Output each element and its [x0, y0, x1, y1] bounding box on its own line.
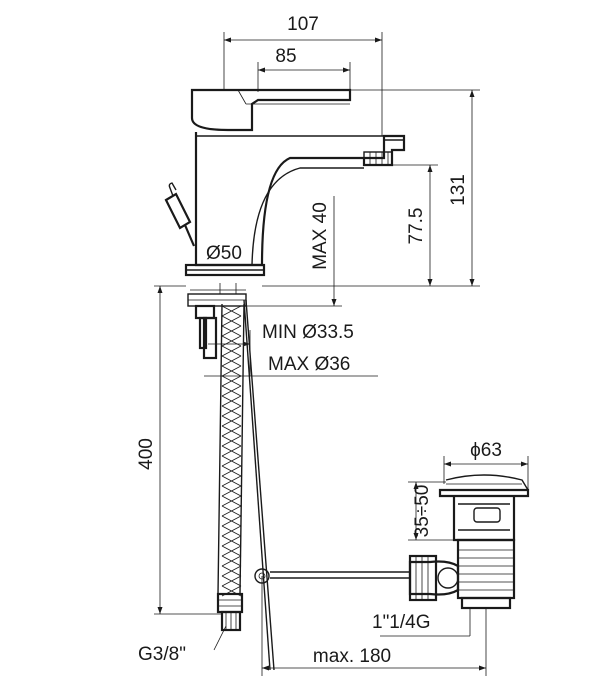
- dimension-lines: [154, 32, 529, 676]
- label-max-thickness: MAX 40: [310, 202, 331, 270]
- label-width-overall: 107: [287, 14, 319, 35]
- dimension-labels: 107 85 131 77.5 MAX 40 Ø50 MIN Ø33.5 MAX…: [136, 14, 502, 667]
- pop-up-lever: [164, 182, 196, 247]
- braided-hose: [216, 303, 245, 632]
- mounting-assembly: [187, 283, 247, 360]
- arrowheads: [157, 37, 528, 671]
- label-height-total: 131: [448, 174, 469, 206]
- label-hose-thread: G3/8": [138, 644, 186, 665]
- label-waste-thread: 1"1/4G: [372, 612, 431, 633]
- label-hose-length: 400: [136, 438, 157, 470]
- label-rod-length: max. 180: [313, 646, 391, 667]
- drain-rod: [243, 299, 410, 671]
- label-width-body: 85: [275, 46, 296, 67]
- waste-assembly: [408, 474, 530, 610]
- label-hole-max: MAX Ø36: [268, 354, 350, 375]
- label-waste-range: 35÷50: [412, 485, 433, 538]
- label-base-diameter: Ø50: [206, 243, 242, 264]
- faucet-body: [184, 88, 406, 277]
- label-hole-min: MIN Ø33.5: [262, 322, 354, 343]
- label-waste-diameter: ϕ63: [470, 440, 502, 461]
- label-spout-height: 77.5: [406, 208, 427, 245]
